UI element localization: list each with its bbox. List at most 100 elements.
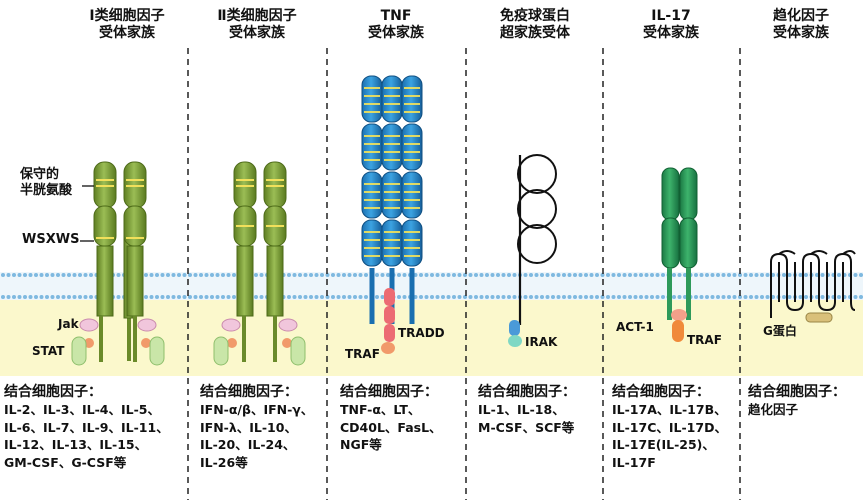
lipid-head [287, 273, 291, 277]
cytokine-list-type2: IFN-α/β、IFN-γ、 IFN-λ、IL-10、 IL-20、IL-24、… [200, 402, 314, 470]
lipid-head [72, 295, 77, 299]
lipid-head [34, 295, 38, 299]
lipid-head [193, 273, 198, 277]
lipid-head [419, 273, 423, 277]
lipid-head [859, 295, 863, 299]
lipid-head [171, 295, 176, 299]
lipid-head [221, 295, 225, 299]
lipid-head [1, 295, 5, 299]
tradd-label: TRADD [398, 326, 445, 340]
lipid-head [545, 273, 550, 277]
lipid-head [336, 295, 341, 299]
lipid-head [67, 295, 71, 299]
lipid-head [490, 273, 495, 277]
traf-label-il17: TRAF [687, 333, 722, 347]
lipid-head [342, 295, 346, 299]
lipid-head [116, 273, 121, 277]
tradd-protein [384, 288, 395, 306]
label-line: 保守的 [20, 167, 60, 182]
family-title-ig: 免疫球蛋白 超家族受体 [465, 8, 605, 42]
lipid-head [501, 295, 506, 299]
lipid-head [358, 273, 363, 277]
lipid-head [441, 273, 445, 277]
wsxws-label: WSXWS [22, 232, 80, 247]
lipid-head [83, 295, 88, 299]
lipid-head [578, 295, 583, 299]
lipid-head [364, 273, 368, 277]
lipid-head [89, 295, 93, 299]
lipid-head [562, 295, 566, 299]
cysteine-rich-domain [361, 219, 383, 267]
tnf-receptor [361, 75, 423, 354]
lipid-head [12, 273, 16, 277]
lipid-head [17, 273, 22, 277]
irak-label: IRAK [525, 335, 558, 349]
family-title-line: 受体家族 [773, 25, 829, 41]
lipid-head [182, 273, 187, 277]
lipid-head [298, 295, 302, 299]
lipid-head [259, 273, 264, 277]
lipid-head [672, 273, 676, 277]
binding-title-type2: 结合细胞因子： [200, 384, 298, 400]
lipid-head [534, 273, 539, 277]
family-title-line: 免疫球蛋白 [500, 8, 570, 24]
lipid-head [749, 273, 753, 277]
lipid-head [534, 295, 539, 299]
lipid-head [595, 295, 599, 299]
lipid-head [303, 273, 308, 277]
lipid-head [380, 295, 385, 299]
lipid-head [705, 273, 709, 277]
lipid-head [760, 273, 764, 277]
lipid-head [446, 273, 451, 277]
lipid-head [617, 295, 621, 299]
phospho-site [227, 338, 237, 348]
lipid-head [177, 295, 181, 299]
cysteine-rich-domain [361, 171, 383, 219]
lipid-head [287, 295, 291, 299]
lipid-head [540, 273, 544, 277]
family-title-line: 趋化因子 [773, 8, 829, 24]
lipid-head [78, 295, 82, 299]
lipid-head [144, 295, 148, 299]
lipid-head [342, 273, 346, 277]
lipid-head [210, 273, 214, 277]
lipid-head [622, 295, 627, 299]
chemokine-receptor [770, 250, 856, 323]
lipid-head [215, 295, 220, 299]
lipid-head [578, 273, 583, 277]
lipid-head [56, 295, 60, 299]
lipid-head [787, 295, 792, 299]
ig-domain-loop [517, 224, 557, 264]
lipid-head [677, 295, 682, 299]
lipid-head [545, 295, 550, 299]
lipid-head [694, 295, 698, 299]
tnf-receptor-chain [361, 75, 383, 324]
lipid-head [397, 295, 401, 299]
lipid-head [61, 273, 66, 277]
lipid-head [309, 295, 313, 299]
lipid-head [754, 295, 759, 299]
lipid-head [721, 273, 726, 277]
lipid-head [628, 295, 632, 299]
lipid-head [479, 273, 484, 277]
lipid-head [45, 295, 49, 299]
lipid-head [28, 273, 33, 277]
traf-label: TRAF [345, 347, 380, 361]
lipid-head [177, 273, 181, 277]
irak-protein [508, 335, 522, 347]
cysteine-rich-domain [381, 219, 403, 267]
lipid-head [633, 273, 638, 277]
lipid-head [204, 273, 209, 277]
act1-label: ACT-1 [616, 320, 654, 334]
lipid-head [292, 273, 297, 277]
lipid-head [540, 295, 544, 299]
tnf-receptor-chain [401, 75, 423, 324]
label-line: 半胱氨酸 [20, 183, 73, 198]
g-protein [805, 312, 833, 323]
family-title-line: Ⅰ类细胞因子 [89, 8, 165, 24]
lipid-head [512, 295, 517, 299]
lipid-head [479, 295, 484, 299]
family-title-type2: Ⅱ类细胞因子 受体家族 [187, 8, 327, 42]
type2-receptor-chain [263, 161, 287, 362]
family-title-line: 受体家族 [99, 25, 155, 41]
